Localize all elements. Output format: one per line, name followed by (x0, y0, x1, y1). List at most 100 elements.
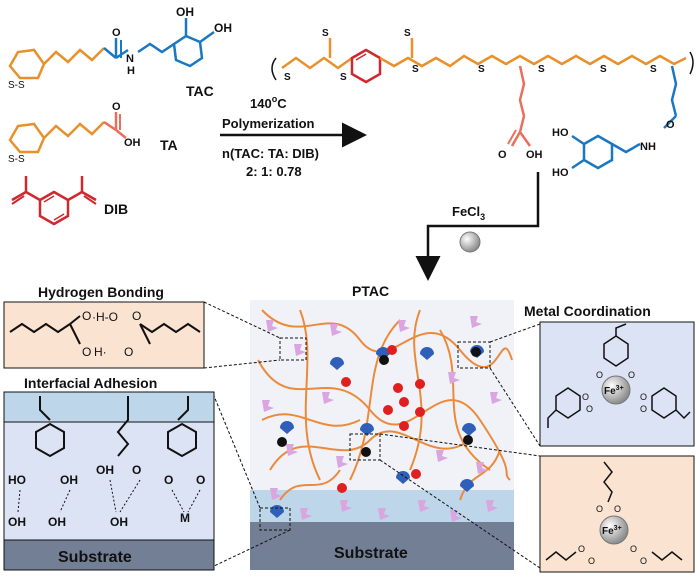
adhesion-box (3, 421, 215, 541)
polymer-tac-ho1: HO (552, 127, 569, 139)
hbond-o-bot-right: O (124, 345, 133, 359)
reaction-ratio: 2: 1: 0.78 (246, 164, 302, 179)
fe-coordination-nodes (277, 347, 481, 457)
adhesion-oh-2: OH (96, 463, 114, 477)
polymer-s-up-2: S (404, 28, 411, 39)
monomer-ta: S-S O OH TA (8, 101, 178, 165)
adhesion-substrate (3, 539, 215, 571)
ta-label: TA (160, 137, 178, 153)
hbond-o-top-left: O (82, 309, 91, 323)
crosslink-nodes (337, 345, 425, 493)
polymer-s-4: S (478, 64, 485, 75)
ta-o-label: O (112, 101, 121, 113)
metal-o-3: O (582, 392, 589, 402)
adhesion-top-layer (3, 391, 215, 423)
polymer-s-3: S (412, 64, 419, 75)
hbond-o-bot-left: O (82, 345, 91, 359)
adhesion-o-3b: O (196, 473, 205, 487)
ta-oh-label: OH (124, 137, 141, 149)
monomer-tac: S-S O N H OH OH TAC (8, 5, 232, 99)
adhesion-o-3a: O (164, 473, 173, 487)
monomer-dib: DIB (11, 176, 128, 226)
hbond-title: Hydrogen Bonding (38, 284, 164, 300)
tac-oh2: OH (214, 21, 232, 35)
metal-o-2: O (628, 370, 635, 380)
hbond-h-top: ·H-O (92, 310, 118, 324)
adhesion-panel: Interfacial Adhesion Substrate HO OH OH … (3, 375, 215, 571)
zoom-box-carboxyl (349, 433, 381, 461)
metal-title: Metal Coordination (524, 303, 651, 319)
reaction-process: Polymerization (222, 116, 315, 131)
carboxyl-o-1: O (596, 504, 603, 514)
ptac-label: PTAC (352, 283, 389, 299)
surface-oh-1: OH (8, 515, 26, 529)
polymer-ta-o: O (498, 149, 507, 161)
adhesion-ho: HO (8, 473, 26, 487)
adhesion-oh-1: OH (60, 473, 78, 487)
polymer-s-2: S (340, 72, 347, 83)
zoom-box-metal (457, 341, 491, 369)
ta-ss-label: S-S (8, 154, 25, 165)
metal-o-4: O (586, 404, 593, 414)
carboxyl-o-3: O (578, 544, 585, 554)
carboxyl-box (539, 455, 695, 573)
reaction-ratio-label: n(TAC: TA: DIB) (222, 146, 319, 161)
hbond-o-top-right: O (132, 309, 141, 323)
metal-o-5: O (640, 392, 647, 402)
fecl3-label: FeCl3 (452, 204, 485, 222)
tac-n-label: N (126, 53, 134, 65)
adhesion-o-2: O (132, 463, 141, 477)
metal-o-6: O (640, 404, 647, 414)
hbond-box (3, 301, 205, 369)
zoom-connectors (203, 301, 541, 569)
tac-h-label: H (127, 65, 135, 77)
polymer-tac-nh: NH (640, 141, 656, 153)
zoom-box-adhesion (259, 507, 291, 531)
carboxyl-o-4: O (588, 556, 595, 566)
polymer-ta-oh: OH (526, 149, 543, 161)
network-gel (250, 300, 514, 490)
reaction-temp: 140oC (250, 94, 287, 111)
dib-label: DIB (104, 201, 128, 217)
surface-oh-2: OH (48, 515, 66, 529)
carboxyl-fe-panel: Fe3+ O O O O O O (539, 455, 695, 573)
tac-oh1: OH (176, 5, 194, 19)
network-substrate (250, 522, 514, 570)
carboxyl-o-6: O (640, 556, 647, 566)
polymer-s-7: S (650, 64, 657, 75)
catechol-markers (270, 345, 484, 518)
zoom-box-hbond (279, 337, 307, 361)
metal-fe-ball (601, 375, 631, 405)
carboxyl-fe-label: Fe3+ (602, 525, 622, 537)
carboxyl-o-2: O (614, 504, 621, 514)
carboxyl-o-5: O (630, 544, 637, 554)
hbond-h-bot: H· (94, 345, 107, 359)
ptac-network: PTAC Substrate (250, 283, 514, 570)
fecl3-arrow (415, 172, 540, 281)
polymer-s-1: S (284, 72, 291, 83)
tac-o-label: O (112, 27, 121, 39)
metal-o-1: O (596, 370, 603, 380)
network-substrate-label: Substrate (334, 545, 408, 562)
polymer-tac-ho2: HO (552, 167, 569, 179)
adhesion-substrate-label: Substrate (58, 549, 132, 566)
network-strands (257, 309, 513, 501)
polymer-s-5: S (538, 64, 545, 75)
reaction-arrow-group: 140oC Polymerization n(TAC: TA: DIB) 2: … (220, 94, 367, 179)
hbond-panel: Hydrogen Bonding O ·H-O O H· O O (3, 284, 205, 369)
carboxyl-fe-ball (599, 515, 629, 545)
metal-fe-label: Fe3+ (604, 385, 624, 397)
tac-ss-label: S-S (8, 80, 25, 91)
adhesion-title: Interfacial Adhesion (24, 375, 157, 391)
surface-m: M (180, 511, 190, 525)
fecl3-arrow-group: FeCl3 (415, 172, 540, 281)
metal-panel: Metal Coordination Fe3+ O O O O O O (524, 303, 695, 447)
acid-markers (262, 316, 502, 522)
tac-label: TAC (186, 83, 214, 99)
fe-ion-ball (459, 231, 481, 253)
polymer-s-6: S (600, 64, 607, 75)
polymer-s-up-1: S (322, 28, 329, 39)
surface-oh-3: OH (110, 515, 128, 529)
polymer-tac-o: O (666, 119, 675, 131)
